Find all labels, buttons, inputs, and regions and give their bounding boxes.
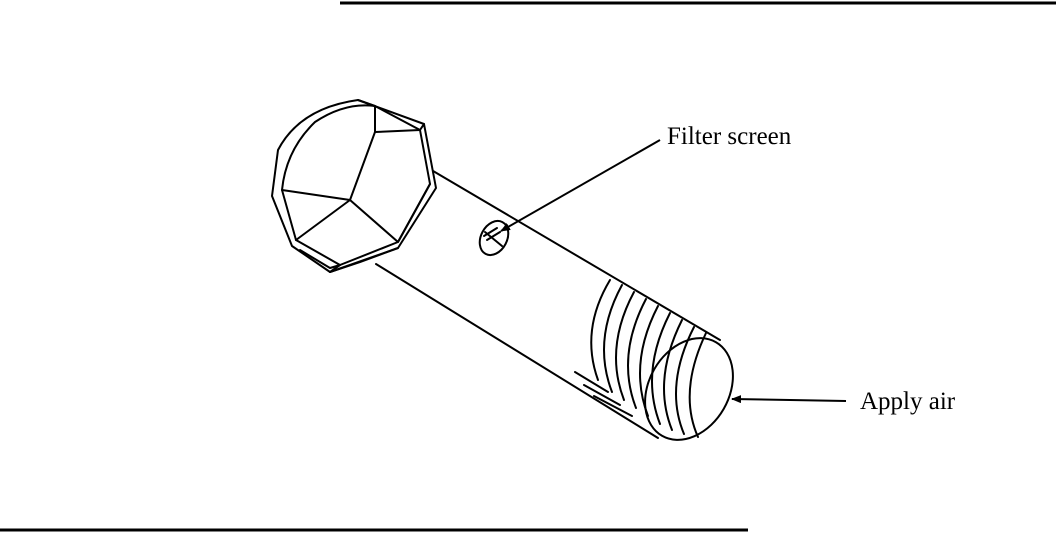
bolt-drawing	[271, 99, 734, 441]
bolt-shank	[375, 167, 721, 439]
apply-air-label: Apply air	[860, 388, 956, 415]
filter-screen-label: Filter screen	[667, 123, 792, 150]
bolt-hex-face	[281, 104, 431, 266]
filter-screen-leader	[500, 139, 661, 232]
apply-air-leader	[731, 395, 847, 404]
filter-screen-hole	[478, 219, 510, 257]
bolt-threads	[574, 279, 707, 438]
